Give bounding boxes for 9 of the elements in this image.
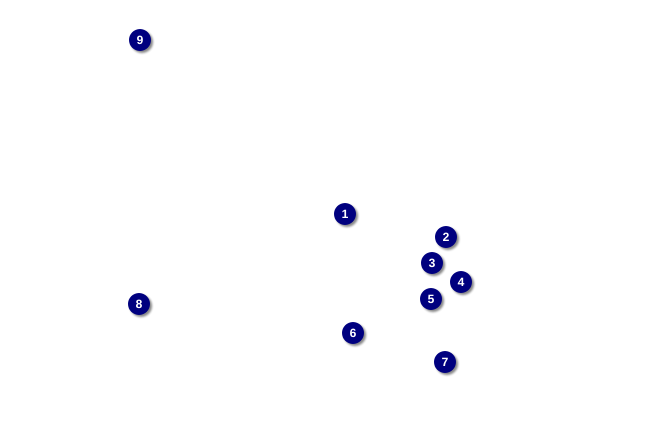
callout-number: 2 <box>435 226 457 248</box>
callout-number: 1 <box>334 203 356 225</box>
callout-number: 9 <box>129 29 151 51</box>
callout-number: 6 <box>342 322 364 344</box>
callout-number: 3 <box>421 252 443 274</box>
callout-number: 7 <box>434 351 456 373</box>
callout-number: 8 <box>128 293 150 315</box>
callout-number: 4 <box>450 271 472 293</box>
callout-number: 5 <box>420 288 442 310</box>
